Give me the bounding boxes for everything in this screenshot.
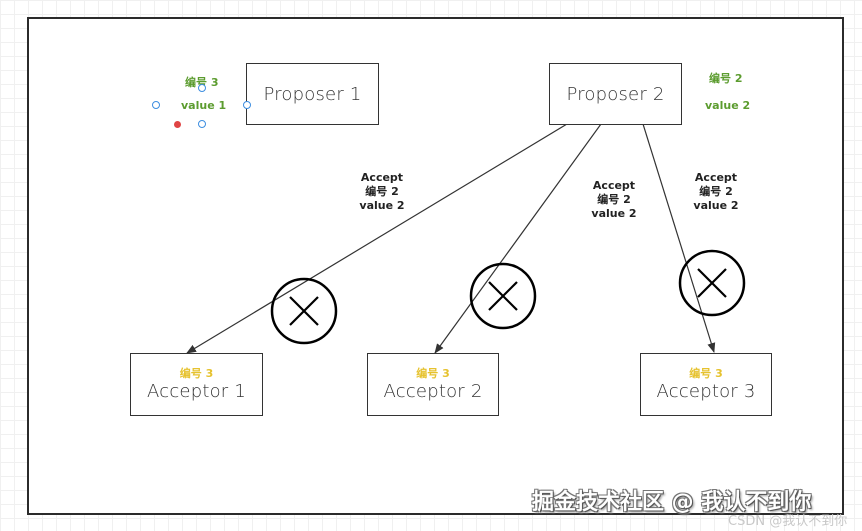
selection-handle[interactable] xyxy=(152,101,160,109)
edge-label-line: value 2 xyxy=(693,199,739,212)
edge-label-line: Accept xyxy=(592,179,636,192)
proposer-1-value-note[interactable]: value 1 xyxy=(181,99,227,112)
rotate-handle[interactable] xyxy=(174,121,181,128)
reject-icon xyxy=(270,277,338,345)
edge-label-line: value 2 xyxy=(359,199,405,212)
proposer-1-number-note[interactable]: 编号 3 xyxy=(185,76,219,89)
edge-proposer2-acceptor3[interactable] xyxy=(642,123,716,353)
acceptor-number-note: 编号 3 xyxy=(416,366,450,380)
edge-proposer2-acceptor2[interactable] xyxy=(434,123,602,354)
diagram-canvas xyxy=(27,17,844,515)
acceptor-3-node[interactable]: 编号 3 Acceptor 3 xyxy=(640,353,772,416)
acceptor-number-note: 编号 3 xyxy=(179,366,214,380)
watermark-csdn: CSDN @我认不到你 xyxy=(728,514,848,529)
edge-label-line: Accept xyxy=(360,171,404,184)
selection-handle[interactable] xyxy=(198,84,206,92)
edge-label-line: 编号 2 xyxy=(699,185,733,198)
selection-handle[interactable] xyxy=(243,101,251,109)
selection-handle[interactable] xyxy=(198,120,206,128)
reject-icon xyxy=(469,262,537,330)
node-label: Proposer 1 xyxy=(263,83,362,105)
acceptor-number-note: 编号 3 xyxy=(689,366,723,380)
node-label: Acceptor 2 xyxy=(383,380,483,402)
proposer-2-node[interactable]: Proposer 2 xyxy=(549,63,682,125)
edge-proposer2-acceptor1[interactable] xyxy=(186,123,568,354)
acceptor-2-node[interactable]: 编号 3 Acceptor 2 xyxy=(367,353,499,416)
edge-label-acceptor1: Accept 编号 2 value 2 xyxy=(359,171,404,213)
edge-label-line: 编号 2 xyxy=(597,193,631,206)
edge-label-line: value 2 xyxy=(591,207,637,220)
node-label: Acceptor 3 xyxy=(656,380,756,402)
edge-label-acceptor3: Accept 编号 2 value 2 xyxy=(693,171,738,213)
proposer-1-node[interactable]: Proposer 1 xyxy=(246,63,379,125)
edge-label-line: Accept xyxy=(694,171,738,184)
proposer-2-number-note[interactable]: 编号 2 xyxy=(709,72,743,85)
node-label: Proposer 2 xyxy=(566,83,665,105)
acceptor-1-node[interactable]: 编号 3 Acceptor 1 xyxy=(130,353,263,416)
edge-label-acceptor2: Accept 编号 2 value 2 xyxy=(591,179,636,221)
proposer-2-value-note[interactable]: value 2 xyxy=(705,99,751,112)
watermark-juejin: 掘金技术社区 @ 我认不到你 xyxy=(532,490,812,515)
reject-icon xyxy=(678,249,746,317)
node-label: Acceptor 1 xyxy=(147,380,246,402)
edge-label-line: 编号 2 xyxy=(365,185,399,198)
